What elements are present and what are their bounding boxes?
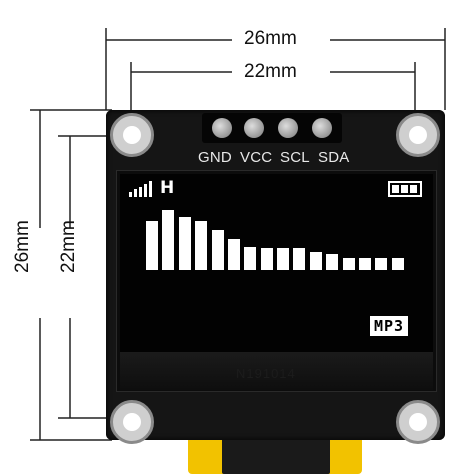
equalizer-bar <box>293 248 305 270</box>
chip-marking: N191014 <box>236 366 296 381</box>
inner-width-label: 22mm <box>244 61 297 82</box>
equalizer-bar <box>195 221 207 270</box>
equalizer-bar <box>343 258 355 270</box>
pin-label-sda: SDA <box>318 149 350 166</box>
mp3-label: MP3 <box>370 316 409 336</box>
pin-label-vcc: VCC <box>240 149 273 166</box>
mount-hole-bottom-right <box>396 400 440 444</box>
pin-gnd <box>212 118 232 138</box>
equalizer-bar <box>326 254 338 270</box>
signal-icon <box>129 181 152 197</box>
outer-width-label: 26mm <box>244 28 297 49</box>
equalizer-bar <box>146 221 158 270</box>
mount-hole-top-left <box>110 113 154 157</box>
equalizer-bar <box>212 230 224 270</box>
mount-hole-top-right <box>396 113 440 157</box>
pin-sda <box>312 118 332 138</box>
equalizer-bar <box>359 258 371 270</box>
equalizer-bar <box>277 248 289 270</box>
equalizer-bar <box>162 210 174 270</box>
pin-vcc <box>244 118 264 138</box>
inner-height-label: 22mm <box>58 220 79 273</box>
mount-hole-bottom-left <box>110 400 154 444</box>
pin-scl <box>278 118 298 138</box>
battery-icon <box>388 181 422 197</box>
equalizer-bar <box>261 248 273 270</box>
mode-letter: H <box>160 178 175 198</box>
equalizer-bar <box>392 258 404 270</box>
pin-label-scl: SCL <box>280 149 310 166</box>
equalizer-bar <box>310 252 322 270</box>
pin-label-gnd: GND <box>198 149 232 166</box>
equalizer-bar <box>179 217 191 270</box>
glass-bottom <box>120 352 433 390</box>
equalizer <box>146 210 408 270</box>
equalizer-bar <box>244 247 256 270</box>
equalizer-bar <box>228 239 240 270</box>
outer-height-label: 26mm <box>12 220 33 273</box>
equalizer-bar <box>375 258 387 270</box>
